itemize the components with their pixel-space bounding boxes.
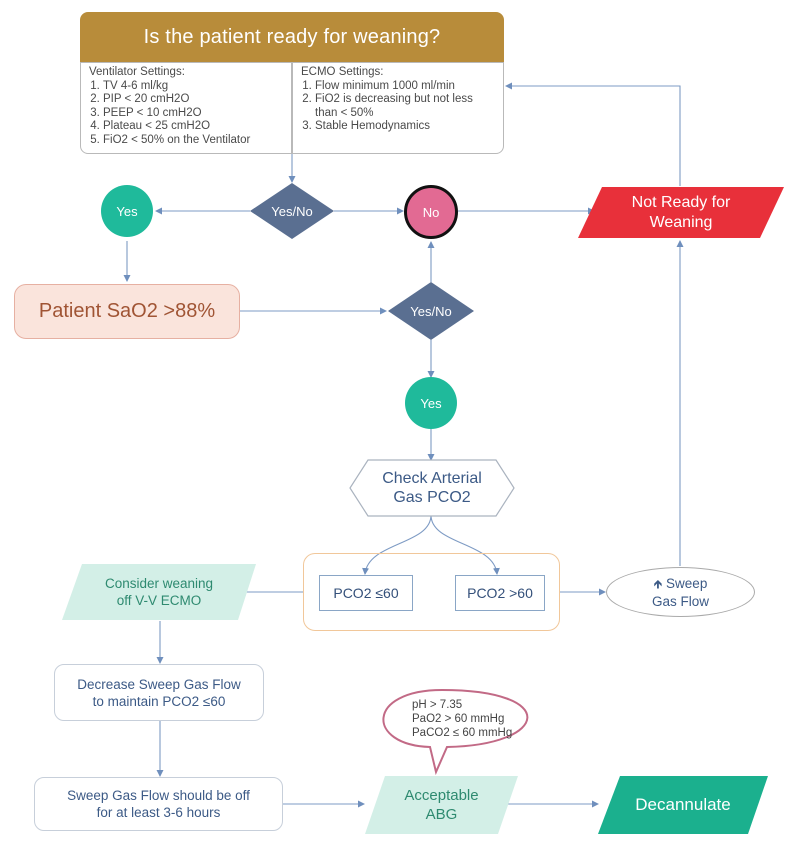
abg-criteria-callout — [382, 688, 529, 776]
connector-not-ready-to-settings — [505, 82, 681, 186]
criteria-paco2: PaCO2 ≤ 60 mmHg — [412, 727, 513, 739]
ecmo-settings-list: Flow minimum 1000 ml/min FiO2 is decreas… — [301, 80, 495, 134]
sweep-up-label: Sweep — [666, 575, 708, 591]
consider-weaning-shape — [62, 564, 256, 620]
pco2-high-box: PCO2 >60 — [455, 575, 545, 611]
decision-2-label: Yes/No — [410, 303, 452, 319]
arrow-up-icon: 🡹 — [653, 576, 663, 591]
not-ready-shape — [578, 187, 784, 238]
check-abg-line-2: Gas PCO2 — [393, 489, 471, 506]
decision-diamond-2 — [388, 282, 474, 340]
ecmo-settings-panel: ECMO Settings: Flow minimum 1000 ml/min … — [292, 62, 504, 154]
sweep-up-line-2: Gas Flow — [651, 593, 709, 609]
sweep-up-line-1: 🡹 Sweep — [654, 575, 708, 593]
acceptable-line-1: Acceptable — [404, 787, 479, 804]
no-circle: No — [404, 185, 458, 239]
decision-1-label: Yes/No — [271, 203, 313, 219]
ventilator-setting-item: TV 4-6 ml/kg — [103, 80, 283, 94]
sweep-off-line-1: Sweep Gas Flow should be off — [67, 788, 250, 803]
decannulate-shape — [598, 776, 768, 834]
check-abg-hexagon — [349, 459, 515, 517]
criteria-ph: pH > 7.35 — [412, 699, 463, 711]
yes-circle-2: Yes — [405, 377, 457, 429]
sweep-off-line-2: for at least 3-6 hours — [96, 805, 221, 820]
ventilator-setting-item: FiO2 < 50% on the Ventilator — [103, 134, 283, 148]
ventilator-settings-panel: Ventilator Settings: TV 4-6 ml/kg PIP < … — [80, 62, 292, 154]
decrease-line-1: Decrease Sweep Gas Flow — [77, 676, 241, 692]
abg-criteria-text: pH > 7.35 PaO2 > 60 mmHg PaCO2 ≤ 60 mmHg — [412, 698, 542, 740]
consider-line-1: Consider weaning — [104, 576, 214, 591]
yes-circle-1: Yes — [101, 185, 153, 237]
connector-check-to-pco2-high — [430, 514, 500, 575]
decrease-line-2: to maintain PCO2 ≤60 — [92, 693, 226, 709]
ventilator-setting-item: PEEP < 10 cmH2O — [103, 107, 283, 121]
acceptable-abg-shape — [365, 776, 518, 834]
not-ready-label: Not Ready for Weaning — [590, 187, 772, 238]
not-ready-line-1: Not Ready for — [631, 193, 731, 211]
ventilator-settings-list: TV 4-6 ml/kg PIP < 20 cmH2O PEEP < 10 cm… — [89, 80, 283, 148]
pco2-low-box: PCO2 ≤60 — [319, 575, 413, 611]
patient-sao2-box: Patient SaO2 >88% — [14, 284, 240, 339]
decision-diamond-1 — [250, 183, 334, 239]
not-ready-line-2: Weaning — [649, 213, 713, 231]
consider-weaning-label: Consider weaning off V-V ECMO — [62, 564, 256, 620]
decrease-sweep-box: Decrease Sweep Gas Flow to maintain PCO2… — [54, 664, 264, 721]
ecmo-settings-title: ECMO Settings: — [301, 66, 384, 78]
acceptable-abg-label: Acceptable ABG — [365, 776, 518, 834]
connector-check-to-pco2-low — [362, 514, 432, 575]
ecmo-setting-item: Flow minimum 1000 ml/min — [315, 80, 495, 94]
check-abg-line-1: Check Arterial — [382, 470, 482, 487]
pco2-group-frame — [303, 553, 560, 631]
criteria-pao2: PaO2 > 60 mmHg — [412, 713, 505, 725]
sweep-off-box: Sweep Gas Flow should be off for at leas… — [34, 777, 283, 831]
check-abg-label: Check Arterial Gas PCO2 — [350, 460, 514, 516]
page-title: Is the patient ready for weaning? — [80, 12, 504, 62]
decannulate-label: Decannulate — [635, 795, 731, 814]
ecmo-setting-item: FiO2 is decreasing but not less than < 5… — [315, 93, 495, 120]
increase-sweep-gas-flow: 🡹 Sweep Gas Flow — [606, 567, 755, 617]
acceptable-line-2: ABG — [425, 806, 458, 823]
consider-line-2: off V-V ECMO — [116, 593, 202, 608]
ventilator-setting-item: Plateau < 25 cmH2O — [103, 120, 283, 134]
ecmo-setting-item: Stable Hemodynamics — [315, 120, 495, 134]
ventilator-setting-item: PIP < 20 cmH2O — [103, 93, 283, 107]
ventilator-settings-title: Ventilator Settings: — [89, 66, 185, 78]
